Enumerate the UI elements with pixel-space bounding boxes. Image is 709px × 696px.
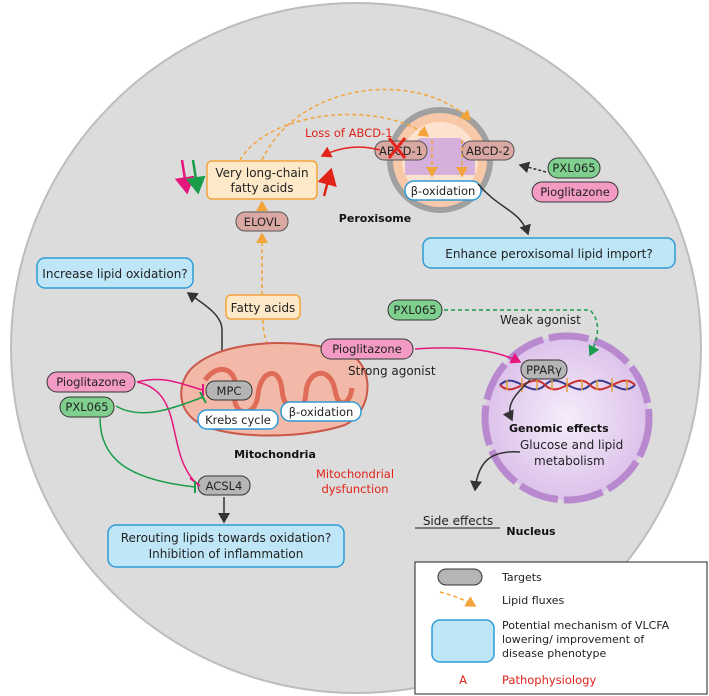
pxl065-pill-left — [59, 396, 115, 418]
mpc-pill — [205, 380, 253, 401]
metabolism-line1: Glucose and lipid — [520, 438, 623, 452]
legend-mechanism-line3: disease phenotype — [502, 647, 607, 660]
legend-mechanism-line1: Potential mechanism of VLCFA — [502, 619, 670, 632]
pioglitazone-label-left: Pioglitazone — [56, 375, 126, 389]
pioglitazone-pill-top — [531, 181, 619, 203]
krebs-cycle-label: Krebs cycle — [205, 413, 271, 427]
dna-rungs — [506, 378, 628, 392]
fatty-acids-label: Fatty acids — [231, 301, 296, 315]
pxl065-pill-top — [547, 157, 601, 179]
strong-agonist-label: Strong agonist — [348, 364, 436, 378]
legend-pathophysiology-label: Pathophysiology — [502, 673, 596, 687]
mpc-to-oxidation-arrow — [186, 292, 223, 368]
mito-beta-oxidation-box — [280, 401, 362, 422]
mito-dysfunction-line1: Mitochondrial — [316, 467, 394, 481]
side-effects-label: Side effects — [423, 514, 493, 528]
mitochondria: MPC Krebs cycle β-oxidation Mitochondria — [180, 342, 369, 461]
abcd1-cross-icon — [387, 137, 407, 159]
pxl065-label-top: PXL065 — [552, 161, 595, 175]
nucleus-to-side-effects-arrow — [469, 451, 521, 492]
mpc-label: MPC — [217, 384, 242, 398]
peroxisomal-import-label: Enhance peroxisomal lipid import? — [445, 247, 652, 261]
vlcfa-box — [206, 160, 318, 200]
legend-mechanism-swatch — [431, 619, 495, 663]
elovl-pill — [235, 211, 289, 232]
weak-agonist-label: Weak agonist — [500, 313, 581, 327]
metabolism-line2: metabolism — [534, 454, 605, 468]
peroxisome-beta-oxidation-box — [404, 180, 482, 201]
legend-flux-arrow — [439, 591, 477, 607]
legend-targets-label: Targets — [501, 571, 542, 584]
pxl065-inhibits-mpc — [115, 396, 204, 414]
legend-lipid-fluxes-label: Lipid fluxes — [502, 594, 565, 607]
rerouting-line1: Rerouting lipids towards oxidation? — [121, 531, 332, 545]
vlcfa-line1: Very long-chain — [215, 166, 308, 180]
ppar-to-genomic-arrow — [502, 379, 531, 422]
mito-beta-oxidation-label: β-oxidation — [289, 405, 354, 419]
pxl065-label-left: PXL065 — [65, 400, 108, 414]
drugs-to-abcd2-arrow — [518, 161, 547, 174]
pioglitazone-pill-left — [46, 371, 136, 393]
lipid-oxidation-label: Increase lipid oxidation? — [42, 267, 187, 281]
fatty-acids-box — [225, 294, 301, 320]
pioglitazone-inhibits-acsl4 — [136, 381, 196, 483]
peroxisomal-import-box — [422, 237, 676, 269]
abcd2-to-import-arrow — [477, 183, 531, 236]
pxl065-inhibits-mpc-bar — [199, 391, 207, 404]
legend-target-swatch — [437, 568, 483, 586]
nucleus-body — [481, 332, 653, 504]
elovl-label: ELOVL — [244, 215, 281, 229]
lipid-oxidation-box — [36, 257, 194, 289]
vlcfa-line2: fatty acids — [230, 181, 293, 195]
rerouting-box — [107, 524, 345, 568]
legend-patho-symbol: A — [459, 673, 467, 687]
loss-abcd1-label: Loss of ABCD-1 — [305, 126, 393, 140]
pxl065-pill-middle — [387, 299, 443, 321]
pxl065-decrease-arrow — [185, 159, 206, 195]
pioglitazone-label-top: Pioglitazone — [540, 185, 610, 199]
vlcfa-increase-arrow — [317, 167, 337, 197]
pioglitazone-pill-middle — [320, 338, 414, 360]
pxl065-label-middle: PXL065 — [393, 303, 436, 317]
nucleus: PPARγ Genomic effects Glucose and lipid … — [481, 332, 653, 538]
acsl4-label: ACSL4 — [206, 479, 243, 493]
legend-mechanism-line2: lowering/ improvement of — [502, 633, 645, 646]
pioglitazone-inhibits-mpc — [136, 378, 204, 391]
loss-abcd1-arrow — [320, 146, 381, 158]
pxl065-inhibits-acsl4 — [99, 417, 196, 488]
ppar-label: PPARγ — [526, 363, 562, 377]
rerouting-line2: Inhibition of inflammation — [149, 547, 304, 561]
mito-dysfunction-line2: dysfunction — [321, 482, 388, 496]
genomic-effects-label: Genomic effects — [509, 422, 609, 435]
pioglitazone-label-middle: Pioglitazone — [332, 342, 402, 356]
abcd2-label: ABCD-2 — [466, 144, 510, 158]
vlcfa-to-peroxisome-flux-2 — [239, 113, 430, 161]
peroxisome-beta-oxidation-label: β-oxidation — [411, 184, 476, 198]
pxl065-weak-agonist-arrow — [444, 309, 600, 357]
peroxisome-title: Peroxisome — [339, 212, 411, 225]
legend: Targets Lipid fluxes Potential mechanism… — [414, 561, 708, 695]
pioglitazone-strong-agonist-arrow — [414, 347, 522, 364]
nucleus-title: Nucleus — [506, 525, 556, 538]
peroxisome: ABCD-1 ABCD-2 β-oxidation Peroxisome — [339, 107, 515, 225]
ppar-pill — [520, 359, 568, 380]
krebs-cycle-box — [197, 409, 279, 430]
mitochondria-title: Mitochondria — [234, 448, 316, 461]
